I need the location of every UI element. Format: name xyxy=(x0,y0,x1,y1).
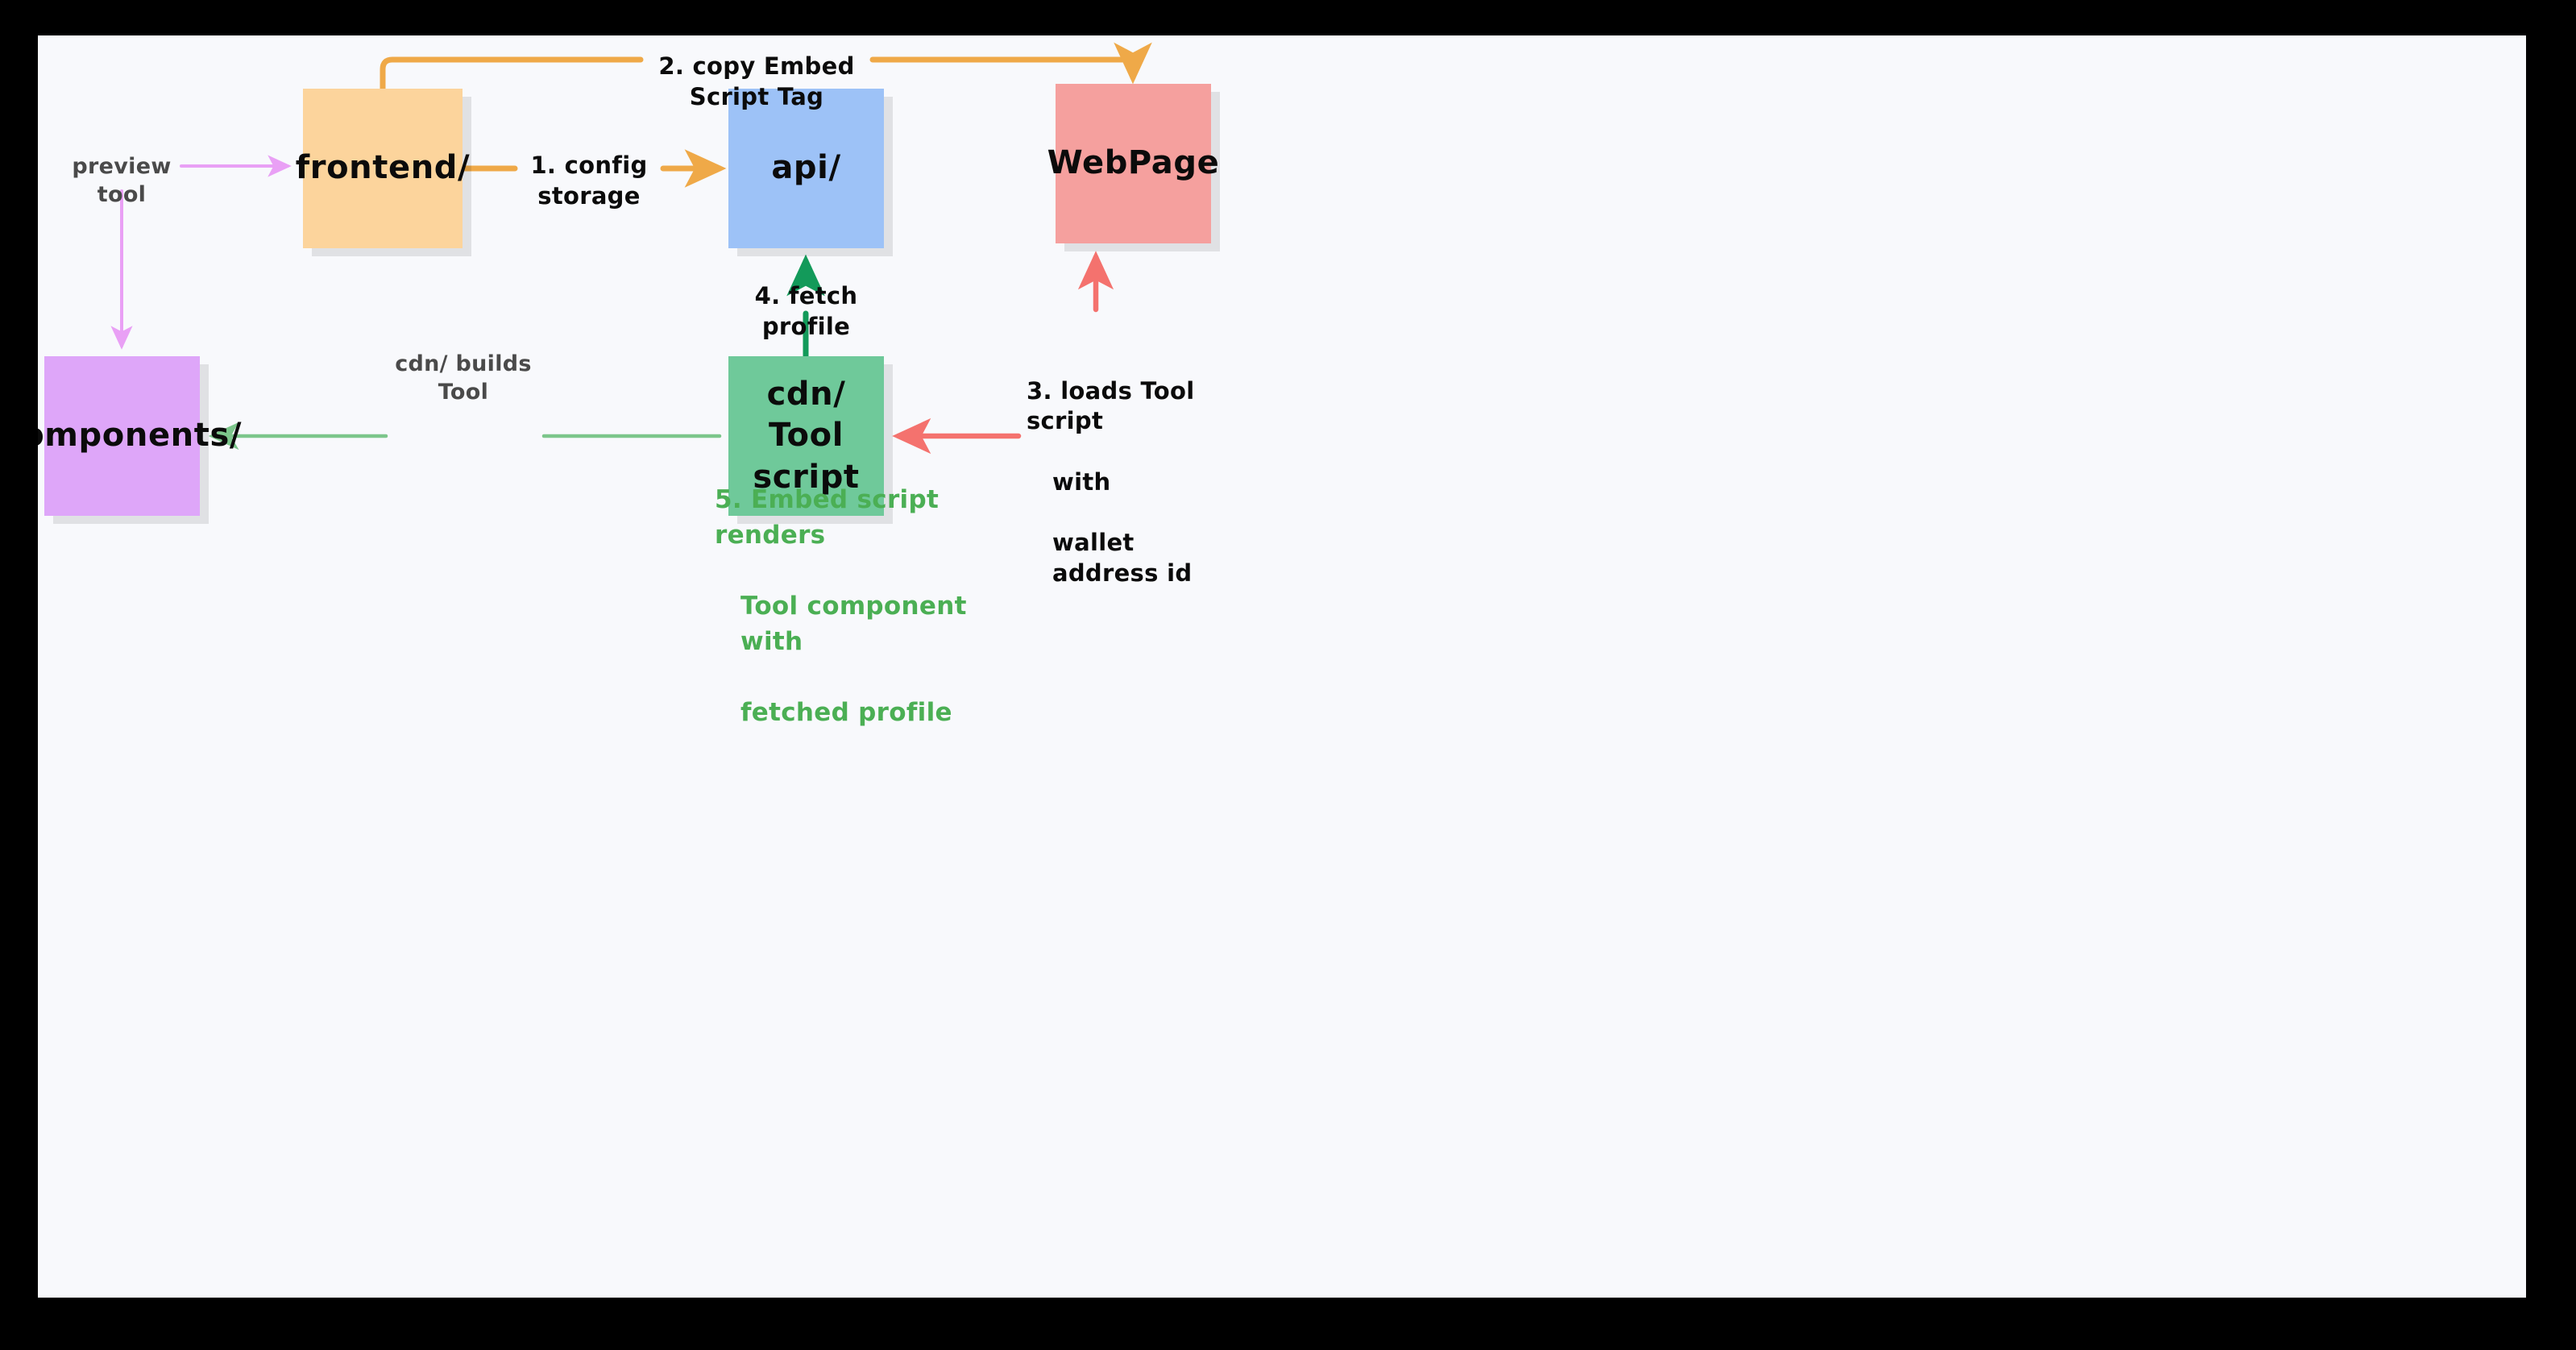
loads-line-2: with xyxy=(1052,467,1111,496)
node-webpage[interactable]: WebPage xyxy=(1047,84,1219,243)
edge-label-loads-tool-script: 3. loads Tool script with wallet address… xyxy=(1027,346,1236,619)
embed-line-2: Tool component with xyxy=(740,592,967,657)
node-cdn[interactable]: cdn/ Tool script xyxy=(728,356,884,516)
edge-label-copy-embed-script-tag: 2. copy Embed Script Tag xyxy=(658,52,855,110)
node-frontend[interactable]: frontend/ xyxy=(296,89,470,248)
edge-label-cdn-builds-tool: cdn/ builds Tool xyxy=(395,351,532,405)
diagram-canvas: frontend/ api/ WebPage components/ cdn/ … xyxy=(38,35,2526,1298)
edge-label-preview-tool: preview tool xyxy=(72,154,172,208)
node-components[interactable]: components/ xyxy=(38,356,242,516)
node-components-label: components/ xyxy=(38,417,243,455)
node-frontend-label: frontend/ xyxy=(295,149,471,187)
embed-line-3: fetched profile xyxy=(740,698,952,728)
loads-line-1: 3. loads Tool script xyxy=(1027,376,1195,435)
edge-label-fetch-profile: 4. fetch profile xyxy=(754,282,858,340)
node-api-label: api/ xyxy=(771,149,841,187)
node-webpage-label: WebPage xyxy=(1047,144,1220,182)
loads-line-3: wallet address id xyxy=(1052,529,1193,587)
embed-line-1: 5. Embed script renders xyxy=(715,485,940,550)
annotation-embed-script-renders: 5. Embed script renders Tool component w… xyxy=(715,447,973,766)
node-cdn-label: cdn/ Tool script xyxy=(753,376,860,496)
edge-label-config-storage: 1. config storage xyxy=(530,152,648,210)
node-api[interactable]: api/ xyxy=(728,89,884,248)
